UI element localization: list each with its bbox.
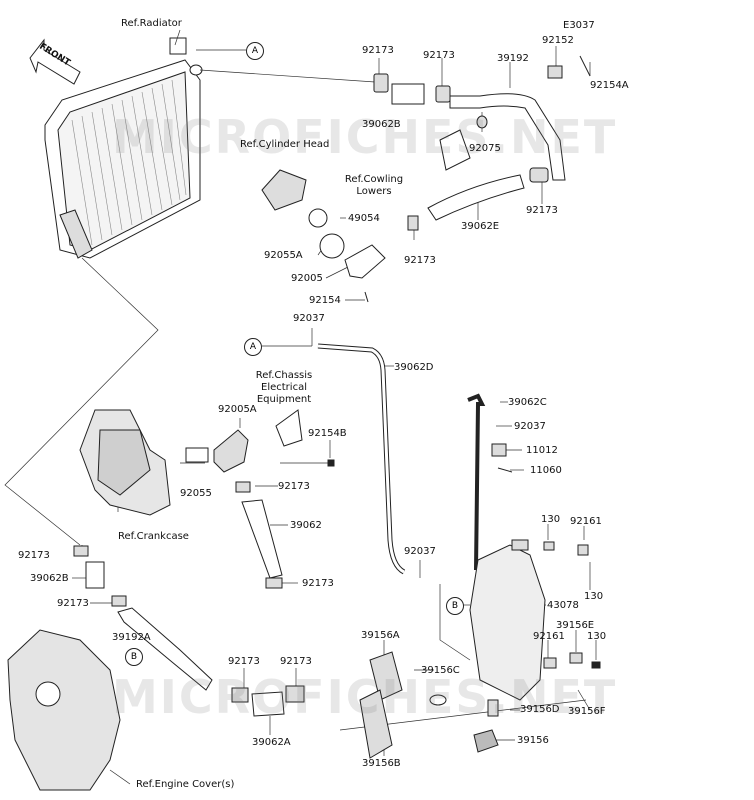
part-label: 39062 xyxy=(290,520,322,531)
engine-cover xyxy=(7,629,121,791)
watermark-top: MICROFICHES.NET xyxy=(112,110,618,164)
part-label: 130 xyxy=(541,514,561,525)
part-label: 92055 xyxy=(180,488,212,499)
part-label: 92075 xyxy=(469,143,501,154)
part-label: 92173 xyxy=(526,205,558,216)
part-label: 92173 xyxy=(302,578,334,589)
hoses-upper xyxy=(373,55,591,231)
part-label: 11060 xyxy=(530,465,562,476)
part-label: 92161 xyxy=(570,516,602,527)
part-label: 92173 xyxy=(57,598,89,609)
callout-b-right: B xyxy=(446,597,464,615)
front-arrow-icon xyxy=(29,38,81,85)
part-label: 43078 xyxy=(547,600,579,611)
part-label: 39156B xyxy=(362,758,401,769)
ref-chassis-electrical: Ref.Chassis Electrical Equipment xyxy=(255,370,313,405)
part-label: 92154 xyxy=(309,295,341,306)
part-label: 92005 xyxy=(291,273,323,284)
ref-radiator: Ref.Radiator xyxy=(121,18,182,29)
part-label: 39156 xyxy=(517,735,549,746)
part-label: 11012 xyxy=(526,445,558,456)
reservoir-tank xyxy=(359,393,601,759)
part-label: 39062C xyxy=(508,397,547,408)
hoses-lower xyxy=(73,545,305,717)
watermark-bottom: MICROFICHES.NET xyxy=(112,670,618,724)
part-label: 92154A xyxy=(590,80,629,91)
part-label: 39062B xyxy=(362,119,401,130)
ref-engine-cover: Ref.Engine Cover(s) xyxy=(136,779,235,790)
part-label: 92173 xyxy=(18,550,50,561)
part-label: 92152 xyxy=(542,35,574,46)
part-label: 92161 xyxy=(533,631,565,642)
part-label: 92055A xyxy=(264,250,303,261)
callout-a-top: A xyxy=(246,42,264,60)
part-label: 130 xyxy=(587,631,607,642)
part-label: 39156E xyxy=(556,620,595,631)
ref-cylinder-head: Ref.Cylinder Head xyxy=(240,139,330,150)
part-label: 49054 xyxy=(348,213,380,224)
callout-a-mid: A xyxy=(244,338,262,356)
ref-crankcase: Ref.Crankcase xyxy=(118,531,189,542)
part-label: 92173 xyxy=(423,50,455,61)
part-label: 130 xyxy=(584,591,604,602)
part-label: 39156C xyxy=(421,665,460,676)
part-label: 92173 xyxy=(278,481,310,492)
fitting-group xyxy=(185,409,335,589)
part-label: 39192A xyxy=(112,632,151,643)
part-label: 92037 xyxy=(404,546,436,557)
part-label: 92173 xyxy=(280,656,312,667)
radiator xyxy=(44,37,203,259)
ref-cowling-lowers: Ref.Cowling Lowers xyxy=(344,174,404,197)
part-label: 92037 xyxy=(293,313,325,324)
part-label: 92173 xyxy=(404,255,436,266)
part-label: 39156F xyxy=(568,706,606,717)
callout-b-left: B xyxy=(125,648,143,666)
part-label: 39062B xyxy=(30,573,69,584)
part-label: 92154B xyxy=(308,428,347,439)
part-label: 39156A xyxy=(361,630,400,641)
part-label: 92005A xyxy=(218,404,257,415)
part-label: 39192 xyxy=(497,53,529,64)
thermostat-group xyxy=(261,169,386,303)
part-label: 92173 xyxy=(362,45,394,56)
part-label: 39062E xyxy=(461,221,500,232)
part-label: E3037 xyxy=(563,20,595,31)
part-label: 39062D xyxy=(394,362,434,373)
part-label: 92173 xyxy=(228,656,260,667)
part-label: 39156D xyxy=(520,704,560,715)
part-label: 92037 xyxy=(514,421,546,432)
crankcase xyxy=(79,409,171,516)
part-label: 39062A xyxy=(252,737,291,748)
